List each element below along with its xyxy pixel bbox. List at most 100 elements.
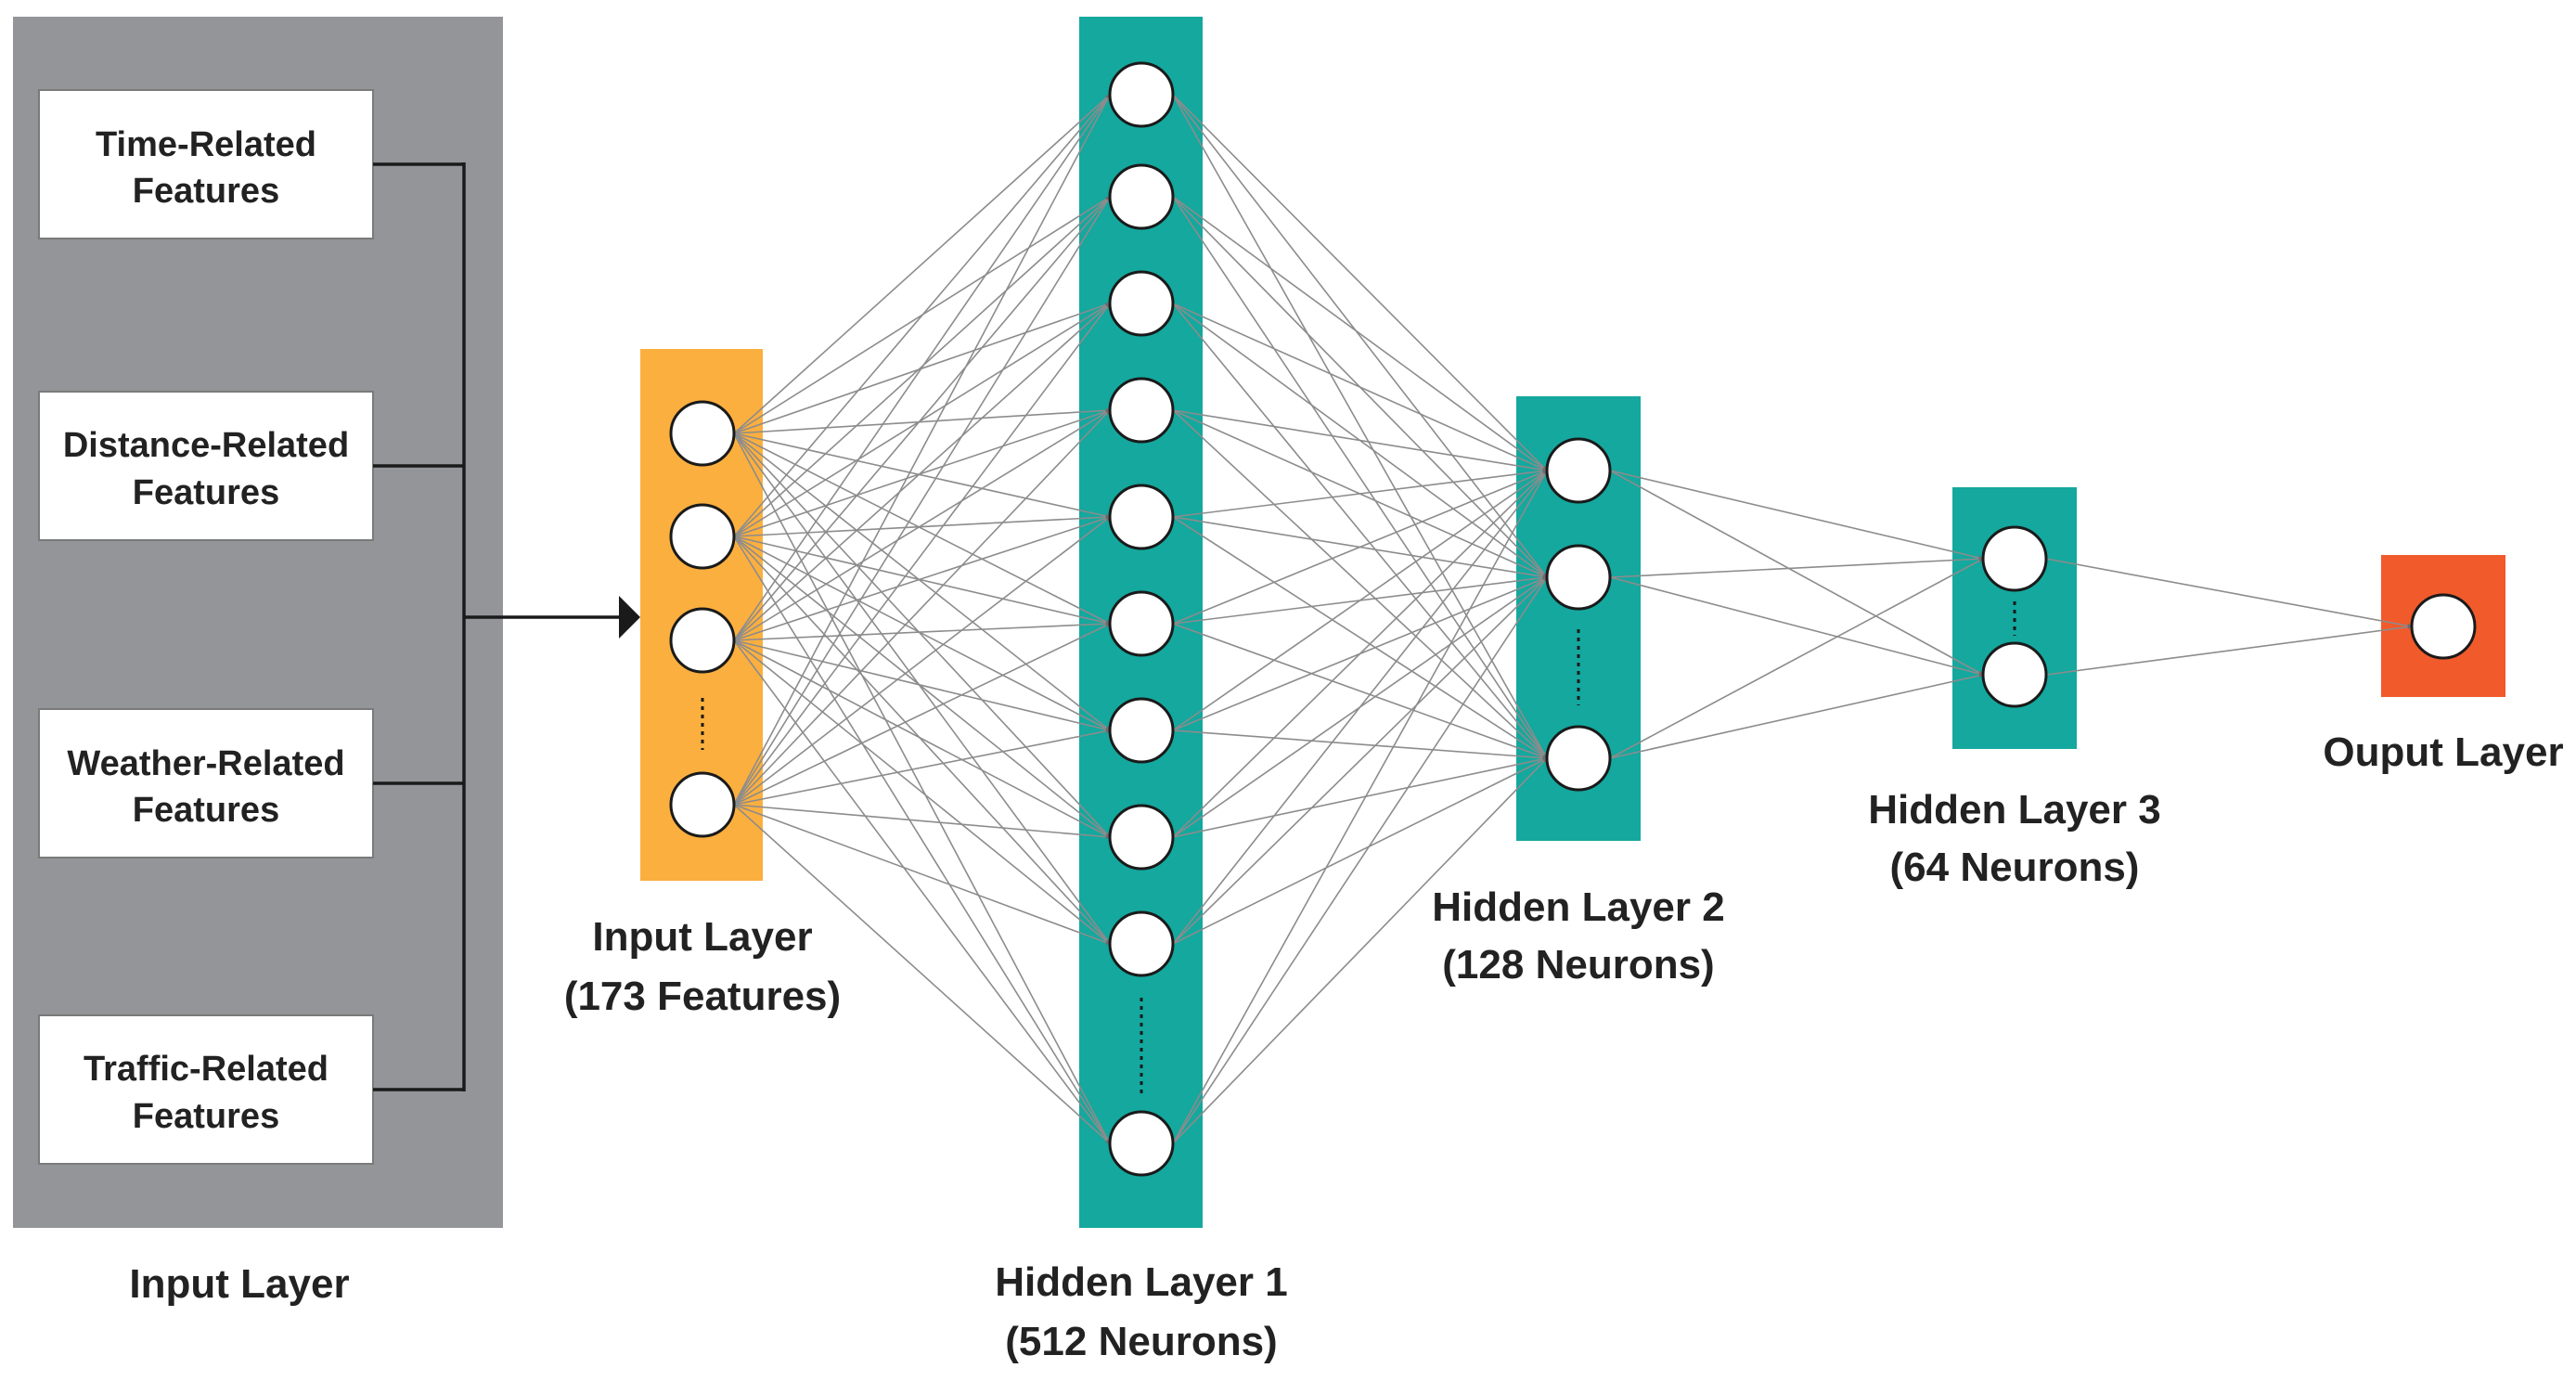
hidden1-neuron-3 xyxy=(1108,270,1175,337)
hidden1-neuron-5 xyxy=(1108,484,1175,550)
connection-line xyxy=(1172,576,1548,945)
connection-line xyxy=(1172,729,1548,761)
hidden-layer-2-title: Hidden Layer 2 xyxy=(1432,884,1724,930)
hidden1-neuron-9 xyxy=(1108,910,1175,977)
connection-line xyxy=(733,432,1111,519)
connection-line xyxy=(733,303,1111,537)
feature-group-label: Input Layer xyxy=(129,1261,349,1307)
connection-line xyxy=(733,729,1111,806)
output-neuron-1 xyxy=(2410,593,2477,660)
hidden1-neuron-6 xyxy=(1108,590,1175,657)
connection-line xyxy=(1172,409,1548,472)
connection-line xyxy=(733,536,1111,731)
feature-box-time: Time-Related Features xyxy=(38,89,374,239)
feature-box-weather-line1: Weather-Related xyxy=(67,744,344,783)
connection-line xyxy=(1172,409,1548,759)
connection-line xyxy=(733,804,1111,945)
feature-box-traffic-line1: Traffic-Related xyxy=(84,1050,328,1089)
connection-line xyxy=(1172,576,1548,1144)
connection-line xyxy=(1172,94,1548,759)
connections xyxy=(733,94,2413,1144)
connection-line xyxy=(733,409,1111,806)
connection-line xyxy=(733,407,1111,434)
connection-line xyxy=(733,94,1111,434)
connection-line xyxy=(1172,303,1548,759)
feature-box-traffic-line2: Features xyxy=(133,1097,279,1136)
feature-box-weather: Weather-Related Features xyxy=(38,708,374,858)
connection-line xyxy=(1172,470,1548,625)
hidden-layer-3-title: Hidden Layer 3 xyxy=(1868,787,2160,832)
feature-box-distance: Distance-Related Features xyxy=(38,391,374,541)
feature-box-time-line1: Time-Related xyxy=(96,125,316,164)
connection-line xyxy=(1609,556,1984,578)
hidden2-neuron-2 xyxy=(1545,544,1612,611)
connection-line xyxy=(733,621,1111,641)
connection-line xyxy=(1172,470,1548,1144)
connections-input-to-hidden1 xyxy=(733,94,1111,1144)
connection-line xyxy=(1172,470,1548,838)
hidden1-neuron-8 xyxy=(1108,804,1175,871)
connection-line xyxy=(733,804,1111,1144)
connection-line xyxy=(733,303,1111,806)
hidden1-neuron-1 xyxy=(1108,61,1175,128)
connection-line xyxy=(1609,470,1984,561)
connection-line xyxy=(733,303,1111,641)
connections-hidden1-to-hidden2 xyxy=(1172,94,1548,1144)
hidden-layer-3-subtitle: (64 Neurons) xyxy=(1890,845,2140,890)
connection-line xyxy=(1172,469,1548,518)
connection-line xyxy=(1609,673,1984,759)
connection-line xyxy=(1172,94,1548,471)
connection-line xyxy=(733,196,1111,641)
hidden1-neuron-2 xyxy=(1108,163,1175,230)
connection-line xyxy=(733,536,1111,838)
hidden2-neuron-3 xyxy=(1545,725,1612,792)
connection-line xyxy=(733,639,1111,945)
hidden1-neuron-10 xyxy=(1108,1110,1175,1177)
input-neuron-4 xyxy=(669,771,736,838)
connection-line xyxy=(1172,470,1548,731)
connection-line xyxy=(733,516,1111,806)
connection-line xyxy=(733,639,1111,732)
connection-line xyxy=(733,432,1111,1144)
connection-line xyxy=(733,536,1111,945)
feature-box-distance-line2: Features xyxy=(133,473,279,512)
connection-line xyxy=(1172,757,1548,1144)
hidden-layer-1-subtitle: (512 Neurons) xyxy=(1005,1319,1277,1364)
connections-hidden3-to-output xyxy=(2045,558,2413,676)
input-layer-title: Input Layer xyxy=(592,914,812,960)
hidden-layer-2-subtitle: (128 Neurons) xyxy=(1442,942,1714,987)
connection-line xyxy=(733,516,1111,641)
feature-bracket xyxy=(373,162,620,1091)
connection-line xyxy=(733,804,1111,840)
connection-line xyxy=(733,94,1111,806)
feature-box-weather-line2: Features xyxy=(133,791,279,830)
connection-line xyxy=(733,196,1111,806)
feature-box-traffic: Traffic-Related Features xyxy=(38,1014,374,1165)
connection-line xyxy=(2045,625,2413,676)
connection-line xyxy=(1172,756,1548,838)
connection-line xyxy=(1172,303,1548,471)
connection-line xyxy=(1609,576,1984,677)
input-neuron-2 xyxy=(669,503,736,570)
input-neuron-3 xyxy=(669,607,736,674)
connection-line xyxy=(733,409,1111,641)
neurons xyxy=(669,61,2477,1177)
connection-line xyxy=(733,409,1111,537)
connection-line xyxy=(733,94,1111,537)
hidden-layer-1-title: Hidden Layer 1 xyxy=(995,1259,1287,1305)
connection-line xyxy=(1609,470,1984,676)
connection-line xyxy=(733,639,1111,1144)
connection-line xyxy=(733,432,1111,945)
connection-line xyxy=(733,536,1111,626)
connection-line xyxy=(733,432,1111,731)
hidden1-neuron-4 xyxy=(1108,377,1175,444)
hidden2-neuron-1 xyxy=(1545,437,1612,504)
connection-line xyxy=(1172,623,1548,759)
connection-line xyxy=(733,94,1111,641)
input-layer-subtitle: (173 Features) xyxy=(564,974,841,1019)
connection-line xyxy=(1172,516,1548,759)
feature-box-time-line2: Features xyxy=(133,172,279,211)
output-layer-title: Ouput Layer xyxy=(2323,729,2563,775)
hidden3-neuron-1 xyxy=(1981,525,2048,592)
